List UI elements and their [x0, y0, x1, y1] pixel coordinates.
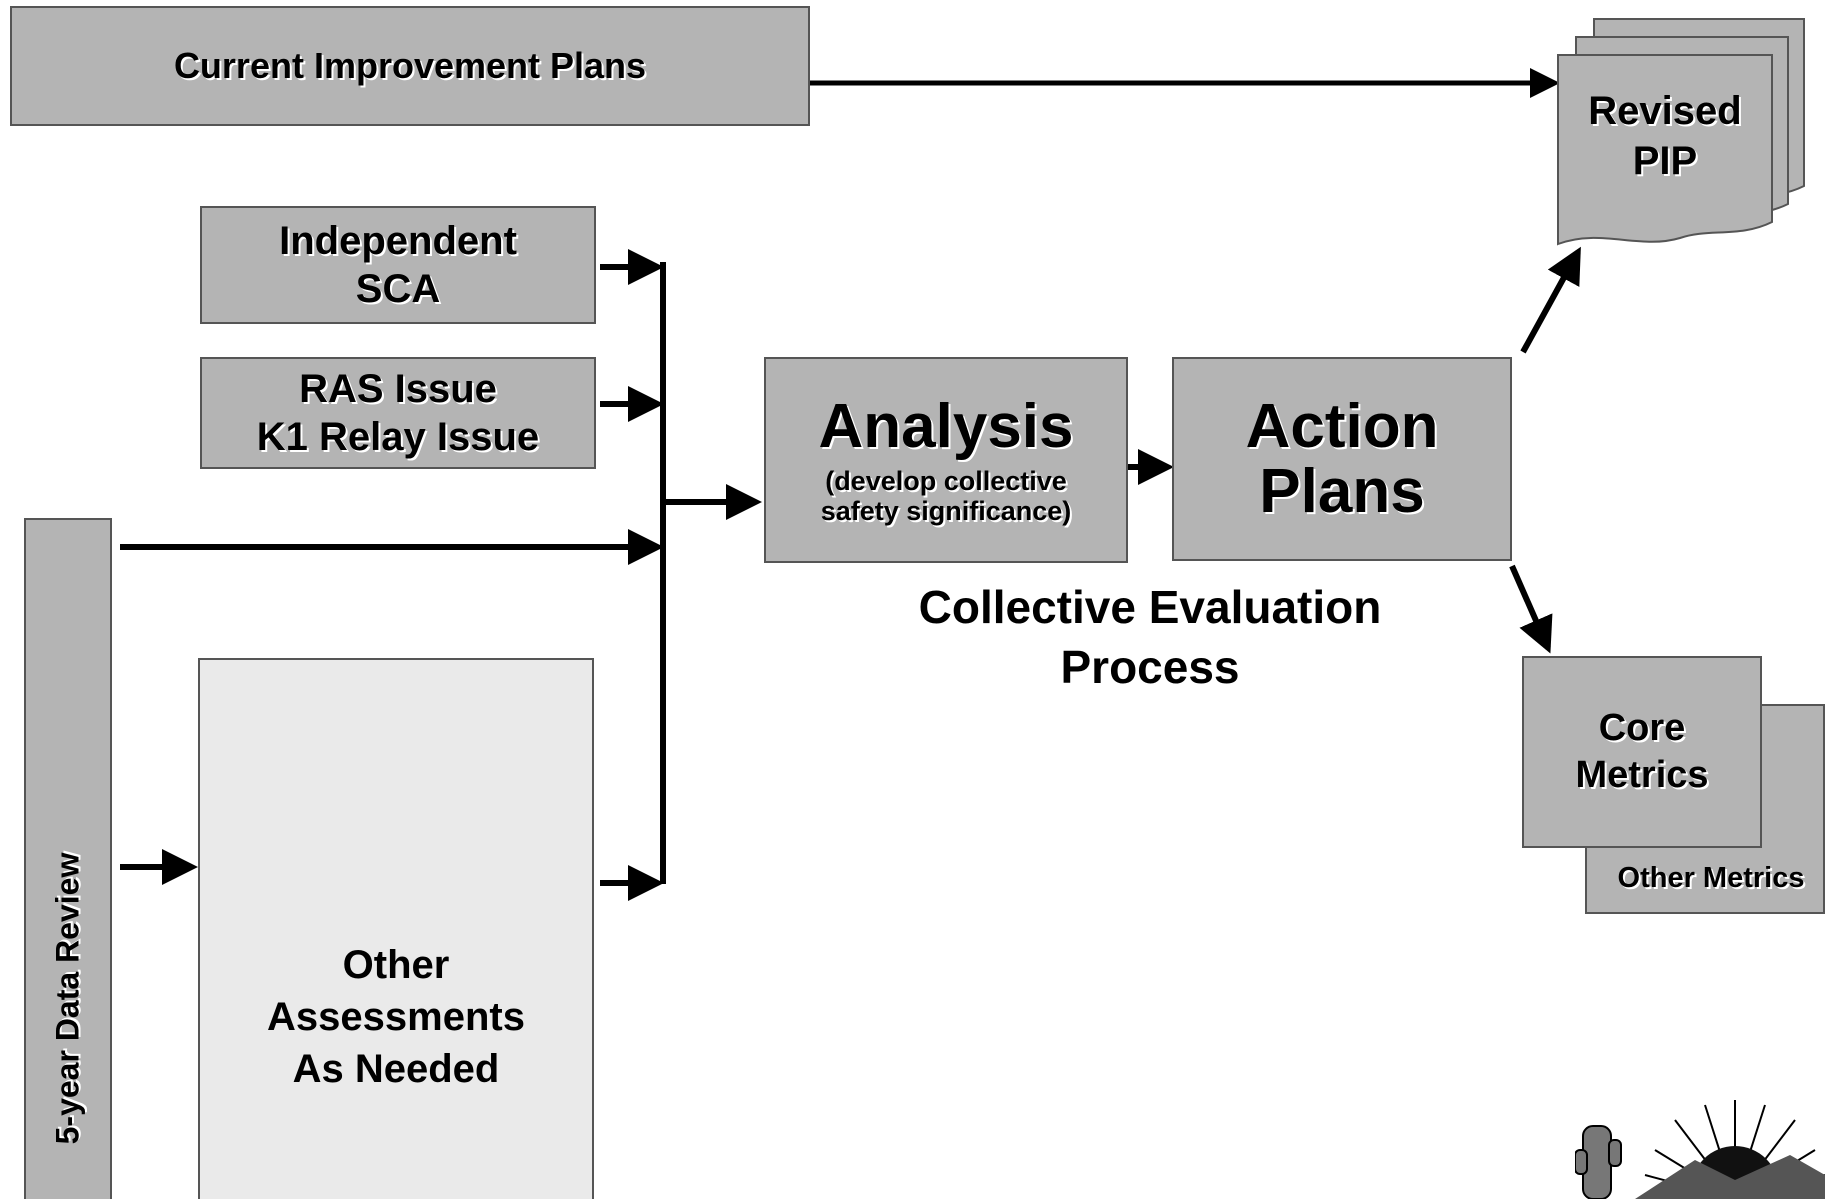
independent-sca-box: Independent SCA — [200, 206, 596, 324]
core-metrics-line2: Metrics — [1575, 754, 1709, 796]
core-metrics-box: Core Metrics — [1522, 656, 1762, 848]
arrow-action-to-metrics — [1509, 564, 1553, 654]
current-improvement-plans-label: Current Improvement Plans — [173, 45, 647, 86]
ras-issue-line1: RAS Issue — [299, 367, 497, 411]
revised-pip-line2: PIP — [1632, 139, 1698, 183]
other-assessments-line3: As Needed — [292, 1047, 500, 1091]
ras-issue-box: RAS Issue K1 Relay Issue — [200, 357, 596, 469]
analysis-sub2: safety significance) — [820, 496, 1072, 527]
other-assessments-box: Other Assessments As Needed — [198, 658, 594, 1199]
ras-issue-line2: K1 Relay Issue — [256, 415, 540, 459]
caption-line2: Process — [1060, 640, 1240, 693]
revised-pip-label: Revised PIP — [1558, 86, 1772, 186]
action-plans-line1: Action — [1245, 391, 1439, 461]
analysis-title: Analysis — [818, 392, 1074, 462]
other-assessments-line2: Assessments — [267, 995, 525, 1039]
arrow-action-to-pip — [1520, 246, 1581, 354]
other-assessments-line1: Other — [342, 943, 450, 987]
collective-evaluation-caption: Collective Evaluation Process — [860, 578, 1440, 698]
action-plans-box: Action Plans — [1172, 357, 1512, 561]
independent-sca-line1: Independent — [279, 219, 517, 263]
caption-line1: Collective Evaluation — [918, 581, 1382, 633]
analysis-sub1: (develop collective — [825, 466, 1067, 497]
sun-mountain-cactus-logo-icon — [1575, 1100, 1825, 1199]
other-metrics-label: Other Metrics — [1617, 862, 1805, 894]
revised-pip-stack — [1557, 18, 1805, 246]
current-improvement-plans-box: Current Improvement Plans — [10, 6, 810, 126]
action-plans-line2: Plans — [1259, 457, 1425, 526]
independent-sca-line2: SCA — [355, 267, 441, 311]
analysis-box: Analysis (develop collective safety sign… — [764, 357, 1128, 563]
revised-pip-line1: Revised — [1588, 89, 1742, 133]
core-metrics-line1: Core — [1598, 706, 1686, 749]
five-year-review-box: 5-year Data Review — [24, 518, 112, 1199]
five-year-review-label: 5-year Data Review — [49, 852, 86, 1145]
